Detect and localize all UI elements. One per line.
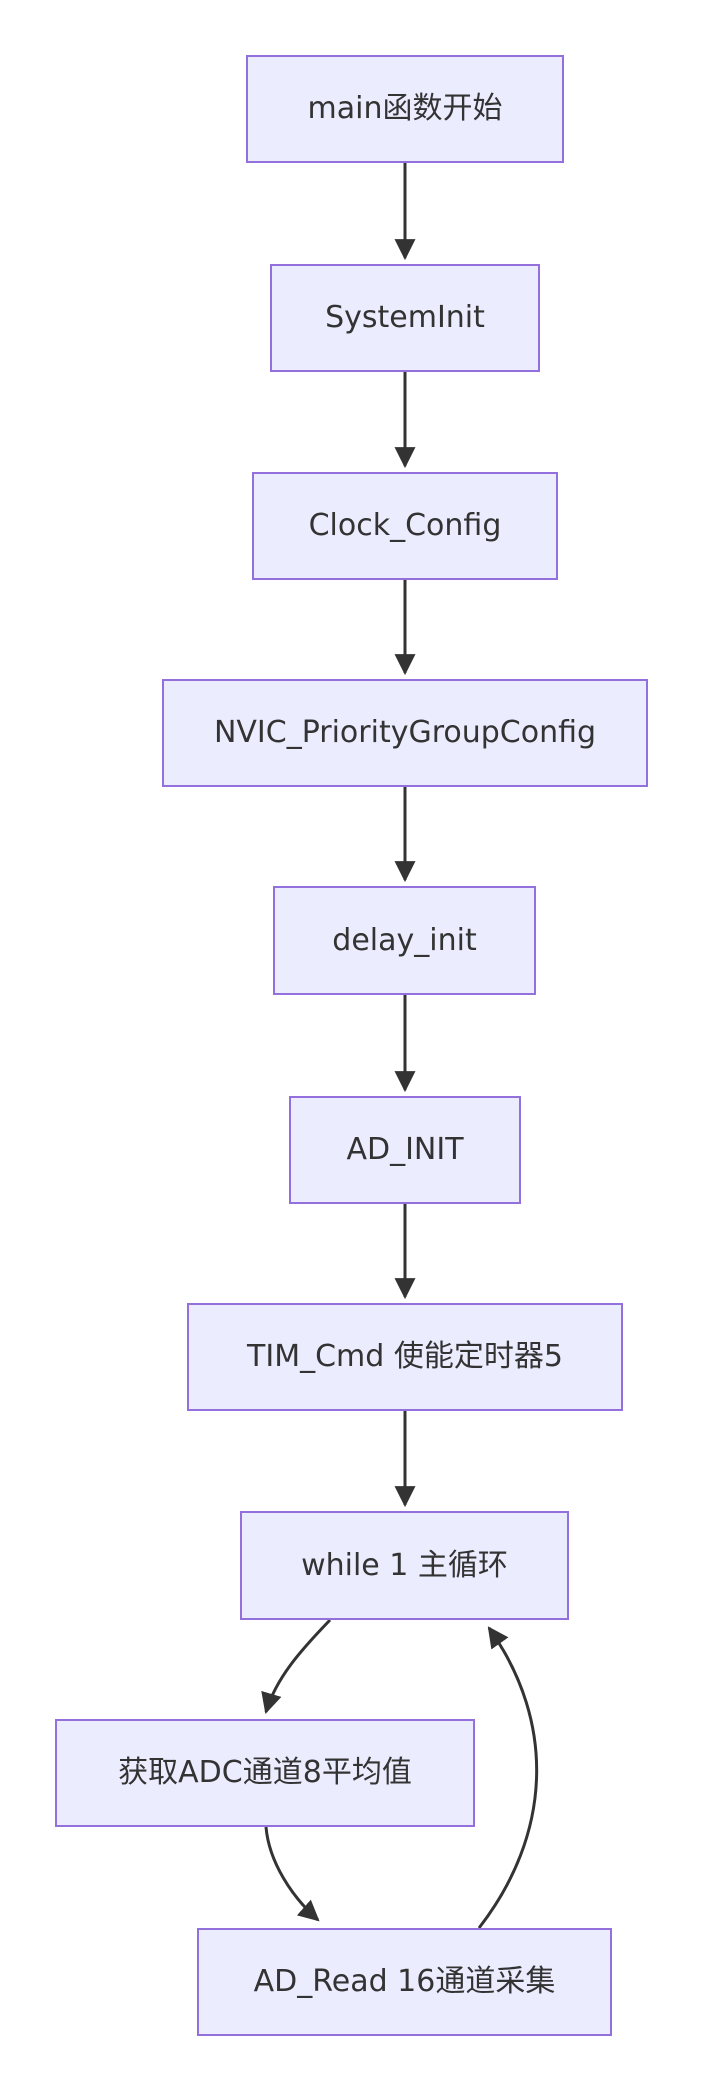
- node-nvic-priority-config: NVIC_PriorityGroupConfig: [162, 679, 648, 787]
- edge-adread-to-while: [477, 1626, 539, 1929]
- node-while-loop: while 1 主循环: [240, 1511, 569, 1620]
- node-ad-read: AD_Read 16通道采集: [197, 1928, 612, 2036]
- node-system-init: SystemInit: [270, 264, 540, 372]
- node-get-adc-average: 获取ADC通道8平均值: [55, 1719, 475, 1827]
- node-ad-init: AD_INIT: [289, 1096, 521, 1204]
- edge-while-to-getadc: [261, 1618, 332, 1715]
- node-clock-config: Clock_Config: [252, 472, 558, 580]
- node-main-start: main函数开始: [246, 55, 564, 163]
- node-delay-init: delay_init: [273, 886, 536, 995]
- edge-getadc-to-adread: [264, 1826, 320, 1922]
- node-tim-cmd: TIM_Cmd 使能定时器5: [187, 1303, 623, 1411]
